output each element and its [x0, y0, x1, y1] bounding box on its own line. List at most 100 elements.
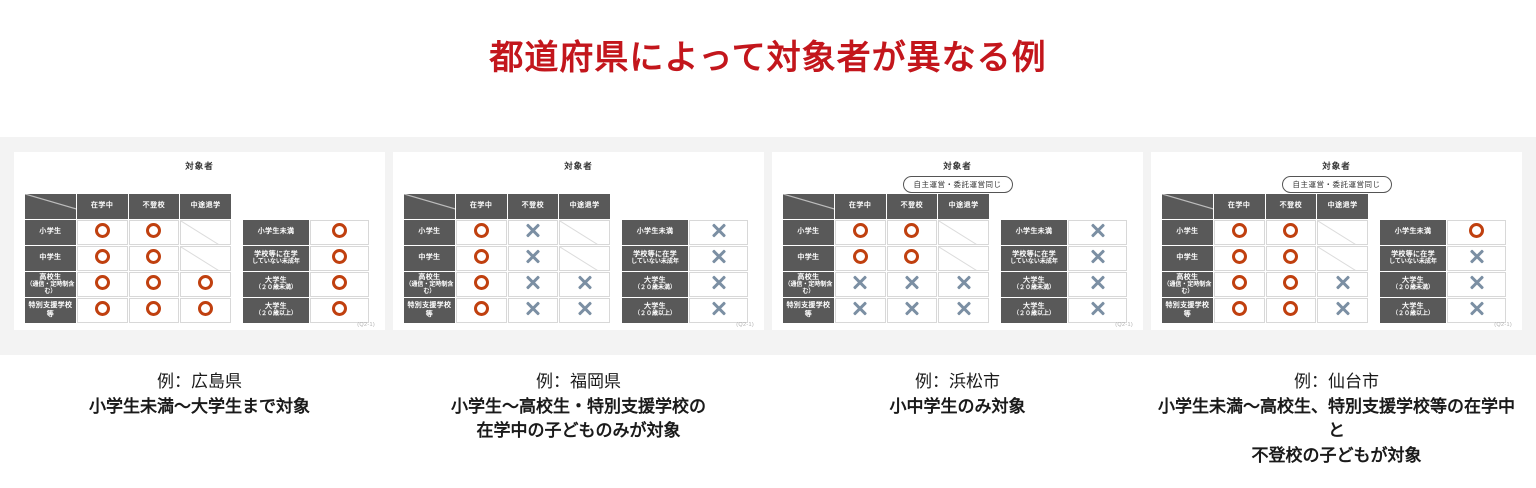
table-row: 小学生: [404, 220, 610, 245]
eligible-circle-mark: [1231, 301, 1247, 317]
row-header-label: 小学生: [25, 220, 76, 245]
eligibility-cell: [1447, 246, 1506, 271]
eligibility-cell: [507, 220, 559, 245]
eligibility-cell: [455, 272, 507, 297]
eligibility-cell: [76, 272, 128, 297]
corner-cell: [404, 194, 455, 219]
eligibility-cell: [128, 220, 180, 245]
eligible-circle-mark: [1469, 223, 1484, 239]
ineligible-cross-mark: [1468, 274, 1485, 291]
operation-mode-badge: 自主運営・委託運営同じ: [1281, 176, 1392, 193]
row-header-label: 中学生: [1162, 246, 1213, 271]
table-row: 高校生（通信・定時制含む）: [404, 272, 610, 297]
eligibility-cell: [1265, 298, 1317, 323]
prefecture-panel: 対象者在学中不登校中途退学小学生中学生高校生（通信・定時制含む）特別支援学校等小…: [393, 152, 764, 330]
side-row-header-sublabel: （２０歳以上）: [1391, 311, 1434, 318]
table-row: 小学生未満: [1001, 220, 1127, 245]
side-row-header-sublabel: していない未成年: [631, 259, 679, 266]
eligibility-cell: [310, 220, 369, 245]
caption-prefecture: 例：福岡県: [536, 372, 621, 391]
caption-description: 在学中の子どものみが対象: [476, 421, 681, 441]
eligibility-cell: [834, 298, 886, 323]
tables-wrap: 在学中不登校中途退学小学生中学生高校生（通信・定時制含む）特別支援学校等小学生未…: [24, 193, 375, 324]
table-header-row: 在学中不登校中途退学: [25, 194, 231, 219]
panel-caption: 例：福岡県小学生～高校生・特別支援学校の在学中の子どものみが対象: [393, 370, 764, 469]
eligible-circle-mark: [1231, 275, 1247, 291]
table-row: 大学生（２０歳未満）: [243, 272, 369, 297]
ineligible-cross-mark: [1089, 274, 1106, 291]
side-row-header-label: 大学生（２０歳未満）: [1380, 272, 1446, 297]
side-row-header-label: 大学生（２０歳未満）: [622, 272, 688, 297]
column-header-3: 中途退学: [180, 194, 231, 219]
ineligible-cross-mark: [524, 274, 541, 291]
eligibility-cell: [507, 246, 559, 271]
eligibility-cell: [689, 298, 748, 323]
eligibility-matrix-table: 在学中不登校中途退学小学生中学生高校生（通信・定時制含む）特別支援学校等: [403, 193, 611, 324]
table-row: 高校生（通信・定時制含む）: [783, 272, 989, 297]
panel-footnote: (Q2-1): [1494, 322, 1512, 328]
eligibility-cell: [938, 272, 989, 297]
side-row-header-label: 大学生（２０歳未満）: [1001, 272, 1067, 297]
side-row-header-sublabel: （２０歳以上）: [1012, 311, 1055, 318]
eligibility-cell: [76, 246, 128, 271]
eligible-circle-mark: [904, 249, 920, 265]
row-header-label: 特別支援学校等: [25, 298, 76, 323]
tables-wrap: 在学中不登校中途退学小学生中学生高校生（通信・定時制含む）特別支援学校等小学生未…: [782, 193, 1133, 324]
table-row: 大学生（２０歳未満）: [1380, 272, 1506, 297]
caption-description: 小学生～高校生・特別支援学校の: [451, 396, 706, 416]
ineligible-cross-mark: [524, 248, 541, 265]
ineligible-cross-mark: [576, 274, 593, 291]
row-header-label: 高校生（通信・定時制含む）: [25, 272, 76, 297]
side-row-header-label: 大学生（２０歳以上）: [1001, 298, 1067, 323]
panel-header-label: 対象者: [1322, 161, 1351, 171]
panel-caption: 例：浜松市小中学生のみ対象: [772, 370, 1143, 469]
ineligible-cross-mark: [903, 300, 920, 317]
prefecture-panel: 対象者自主運営・委託運営同じ在学中不登校中途退学小学生中学生高校生（通信・定時制…: [1151, 152, 1522, 330]
eligibility-cell: [507, 272, 559, 297]
eligibility-cell: [76, 298, 128, 323]
ineligible-cross-mark: [1468, 248, 1485, 265]
eligibility-cell: [128, 246, 180, 271]
table-row: 中学生: [404, 246, 610, 271]
eligibility-cell: [1447, 220, 1506, 245]
ineligible-cross-mark: [524, 300, 541, 317]
eligibility-cell: [886, 246, 938, 271]
table-row: 大学生（２０歳未満）: [1001, 272, 1127, 297]
eligible-circle-mark: [1283, 249, 1299, 265]
eligible-circle-mark: [146, 223, 162, 239]
column-header-3: 中途退学: [559, 194, 610, 219]
column-header-2: 不登校: [886, 194, 938, 219]
table-header-row: 在学中不登校中途退学: [404, 194, 610, 219]
eligibility-matrix-table: 在学中不登校中途退学小学生中学生高校生（通信・定時制含む）特別支援学校等: [24, 193, 232, 324]
corner-cell: [1162, 194, 1213, 219]
side-row-header-label: 大学生（２０歳以上）: [622, 298, 688, 323]
eligibility-cell: [559, 298, 610, 323]
side-row-header-sublabel: （２０歳未満）: [1391, 285, 1434, 292]
caption-description: 小中学生のみ対象: [889, 396, 1026, 416]
eligibility-cell: [689, 246, 748, 271]
eligible-circle-mark: [94, 223, 110, 239]
row-header-label: 小学生: [1162, 220, 1213, 245]
ineligible-cross-mark: [710, 300, 727, 317]
eligibility-cell: [1213, 246, 1265, 271]
not-applicable-cell: [1317, 246, 1368, 271]
eligibility-cell: [507, 298, 559, 323]
eligible-circle-mark: [94, 301, 110, 317]
side-row-header-label: 学校等に在学していない未成年: [1001, 246, 1067, 271]
panel-footnote: (Q2-1): [1115, 322, 1133, 328]
table-row: 学校等に在学していない未成年: [622, 246, 748, 271]
eligibility-matrix-table: 在学中不登校中途退学小学生中学生高校生（通信・定時制含む）特別支援学校等: [1161, 193, 1369, 324]
panel-footnote: (Q2-1): [357, 322, 375, 328]
eligibility-cell: [76, 220, 128, 245]
badge-spacer: [24, 174, 375, 189]
ineligible-cross-mark: [1089, 248, 1106, 265]
not-applicable-cell: [938, 246, 989, 271]
row-header-sublabel: （通信・定時制含む）: [1163, 281, 1212, 295]
table-row: 高校生（通信・定時制含む）: [1162, 272, 1368, 297]
row-header-label: 特別支援学校等: [783, 298, 834, 323]
eligible-circle-mark: [473, 249, 489, 265]
table-row: 特別支援学校等: [404, 298, 610, 323]
not-applicable-cell: [559, 220, 610, 245]
column-header-2: 不登校: [507, 194, 559, 219]
table-row: 中学生: [1162, 246, 1368, 271]
